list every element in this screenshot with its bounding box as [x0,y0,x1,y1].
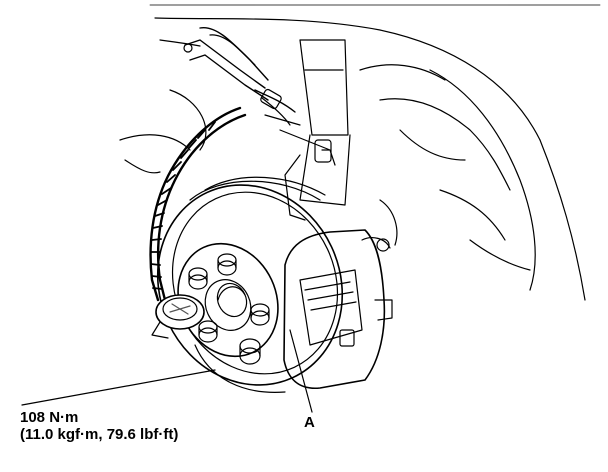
torque-spec-alternate-units: (11.0 kgf·m, 79.6 lbf·ft) [20,426,179,443]
brake-caliper [283,229,393,389]
dial-indicator [151,294,205,339]
part-label-a: A [304,414,315,431]
torque-spec-value: 108 N·m [20,409,79,426]
body-frame-outline [119,4,601,301]
wheel-stud [217,253,237,276]
wheel-stud [239,338,261,365]
wheel-studs [188,253,270,365]
locking-pliers-tool [183,26,296,126]
torque-leader-line [21,369,216,406]
callout-leaders [21,329,313,413]
wheel-stud [188,267,208,290]
wheel-stud [198,320,218,343]
sensor-cable [149,106,247,302]
part-a-leader-line [289,329,313,413]
strut-assembly [264,39,351,221]
torque-arc [194,344,286,393]
wheel-stud [250,303,270,326]
